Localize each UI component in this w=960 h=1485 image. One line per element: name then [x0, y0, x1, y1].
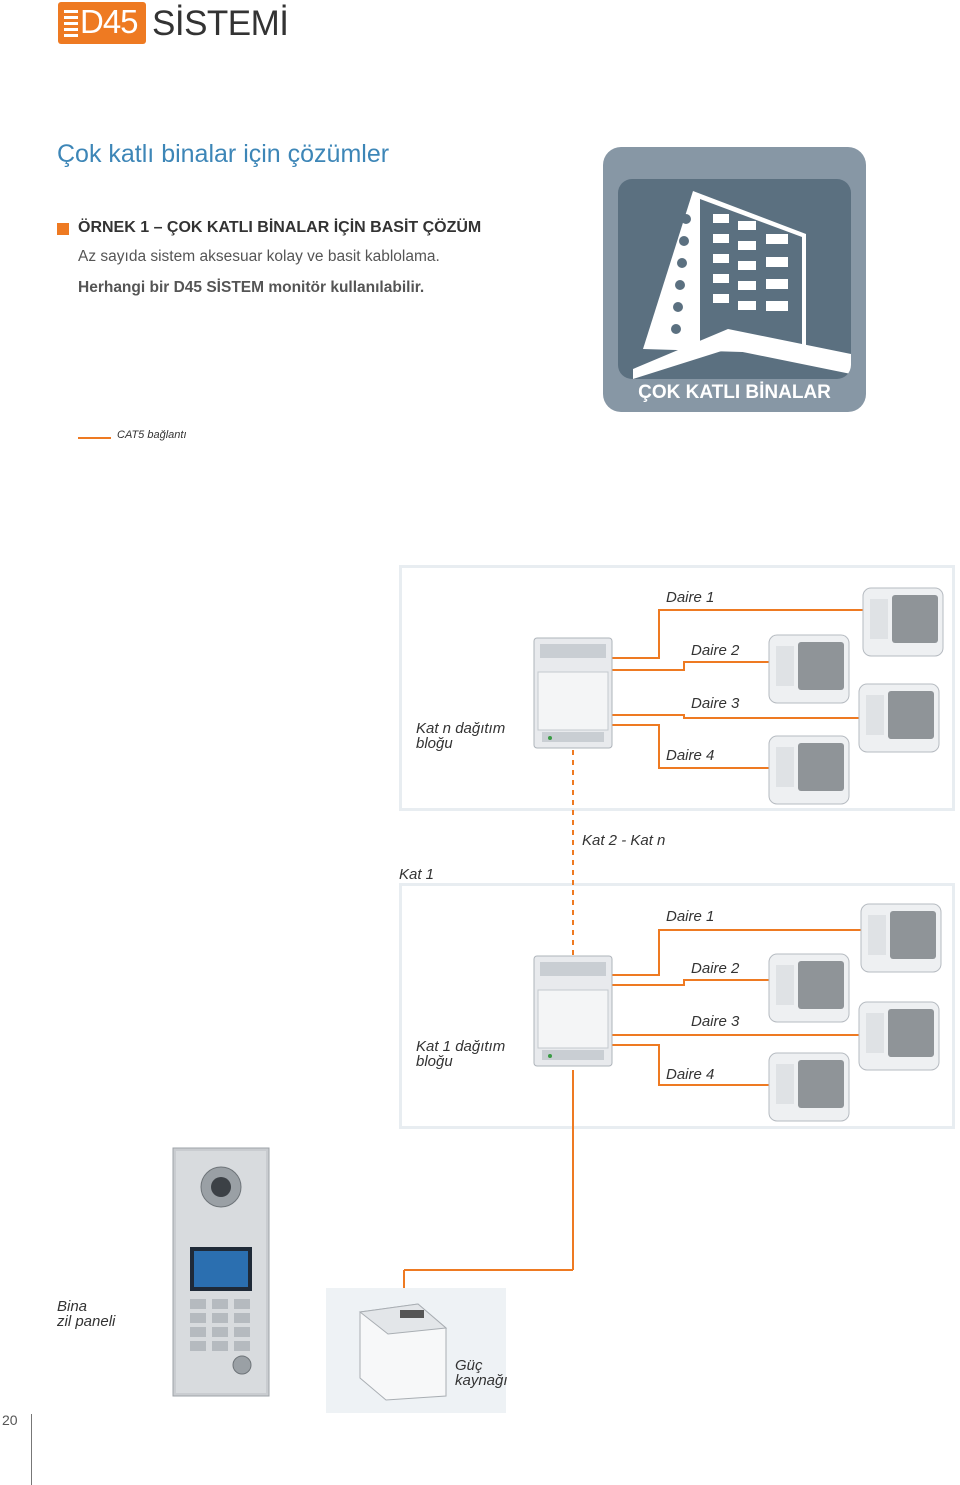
monitor-floor-1-apt3	[858, 1001, 940, 1071]
multi-storey-badge: ÇOK KATLI BİNALAR	[603, 147, 866, 412]
d45-logo: D45	[58, 2, 146, 44]
section-heading: Çok katlı binalar için çözümler	[57, 140, 390, 168]
floor-1-apt2-label: Daire 2	[691, 960, 740, 977]
floor-1-apt1-label: Daire 1	[666, 908, 715, 925]
monitor-floor-1-apt1	[860, 903, 942, 973]
entrance-panel-label-2: zil paneli	[57, 1313, 116, 1330]
cat5-legend-line	[78, 437, 111, 439]
riser-label: Kat 2 - Kat n	[582, 832, 666, 849]
floor-n-apt2-label: Daire 2	[691, 642, 740, 659]
wire-floor-n-apt4	[573, 724, 770, 769]
floor-1-distribution-block	[532, 954, 614, 1068]
logo-text: D45	[80, 3, 139, 40]
wire-floor-1-apt4	[573, 1044, 770, 1086]
monitor-floor-1-apt4	[768, 1052, 850, 1122]
floor-1-apt4-label: Daire 4	[666, 1066, 715, 1083]
logo-lines-icon	[64, 10, 78, 40]
wire-floor-n-apt1	[573, 609, 865, 659]
floor-n-distribution-block	[532, 636, 614, 750]
floor-n-block-label-2: bloğu	[416, 735, 453, 752]
floor-n-apt3-label: Daire 3	[691, 695, 740, 712]
wire-floor-n-apt3	[573, 714, 860, 719]
monitor-floor-n-apt3	[858, 683, 940, 753]
monitor-floor-n-apt1	[862, 587, 944, 657]
floor-n-frame	[399, 565, 955, 811]
entrance-panel-label: Bina	[57, 1298, 88, 1315]
badge-label: ÇOK KATLI BİNALAR	[638, 382, 831, 403]
power-supply-label: Güç	[455, 1357, 483, 1374]
page-divider	[31, 1414, 32, 1485]
example-title: ÖRNEK 1 – ÇOK KATLI BİNALAR İÇİN BASİT Ç…	[78, 219, 482, 236]
monitor-floor-n-apt2	[768, 634, 850, 704]
page-number: 20	[2, 1412, 18, 1428]
floor-1-block-label: Kat 1 dağıtım	[416, 1038, 506, 1055]
example-note: Herhangi bir D45 SİSTEM monitör kullanıl…	[78, 279, 425, 296]
floor-n-apt4-label: Daire 4	[666, 747, 715, 764]
monitor-floor-n-apt4	[768, 735, 850, 805]
cat5-legend-label: CAT5 bağlantı	[117, 429, 187, 441]
entrance-panel	[172, 1147, 270, 1397]
floor-1-apt3-label: Daire 3	[691, 1013, 740, 1030]
floor-1-frame	[399, 883, 955, 1129]
system-title: SİSTEMİ	[152, 4, 289, 43]
building-icon	[618, 179, 851, 379]
bullet-square-icon	[57, 223, 69, 235]
wire-floor-1-apt1	[573, 929, 865, 976]
floor-1-block-label-2: bloğu	[416, 1053, 453, 1070]
floor-n-apt1-label: Daire 1	[666, 589, 715, 606]
power-supply-label-2: kaynağı	[455, 1372, 508, 1389]
floor-n-block-label: Kat n dağıtım	[416, 720, 506, 737]
floor-1-label: Kat 1	[399, 866, 435, 883]
monitor-floor-1-apt2	[768, 953, 850, 1023]
power-supply-box	[326, 1288, 506, 1413]
example-description: Az sayıda sistem aksesuar kolay ve basit…	[78, 248, 440, 265]
